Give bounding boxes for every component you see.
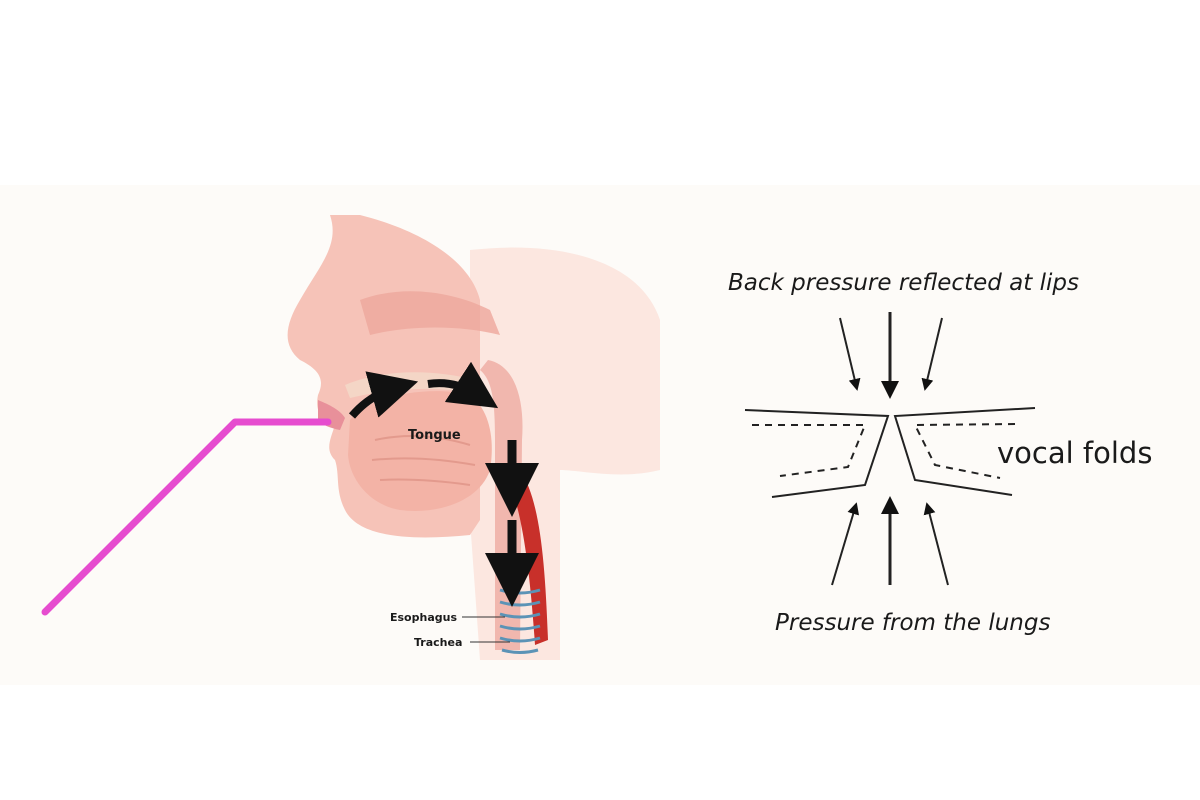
left-fold-solid bbox=[744, 409, 890, 498]
airflow-arrow-1 bbox=[348, 371, 419, 419]
back-pressure-arrow-right bbox=[921, 317, 943, 391]
back-pressure-arrow-left bbox=[839, 317, 861, 391]
tongue-label: Tongue bbox=[408, 428, 461, 443]
lung-pressure-arrow-right bbox=[923, 502, 949, 586]
head-illustration bbox=[287, 215, 660, 660]
esophagus-label: Esophagus bbox=[390, 611, 457, 624]
airflow-arrow-2 bbox=[427, 361, 499, 409]
airflow-arrows bbox=[348, 361, 539, 607]
straw bbox=[41, 418, 332, 616]
tongue-shape bbox=[348, 391, 492, 511]
lung-pressure-caption: Pressure from the lungs bbox=[775, 610, 1051, 636]
tongue-texture bbox=[371, 435, 476, 486]
right-fold-solid bbox=[893, 407, 1036, 496]
left-fold-dashed bbox=[752, 424, 867, 477]
vocal-folds-schematic bbox=[744, 312, 1036, 586]
vocal-folds-label: vocal folds bbox=[997, 436, 1153, 470]
right-fold-dashed bbox=[913, 423, 1016, 479]
trachea-label: Trachea bbox=[414, 636, 463, 649]
lung-pressure-arrow-left bbox=[831, 502, 860, 586]
back-pressure-caption: Back pressure reflected at lips bbox=[728, 270, 1079, 296]
nasal-cavity bbox=[360, 291, 500, 335]
